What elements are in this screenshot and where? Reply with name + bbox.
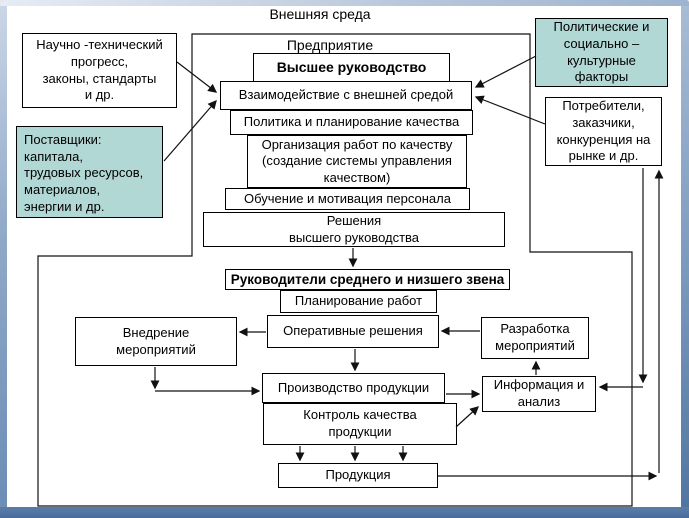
- window-frame-left: [0, 0, 7, 518]
- arrow-consumers-to-interaction: [474, 95, 546, 125]
- node-production: Производство продукции: [262, 373, 445, 403]
- node-consumers: Потребители, заказчики, конкуренция на р…: [545, 97, 662, 166]
- window-frame-right: [681, 0, 689, 518]
- node-suppliers: Поставщики: капитала, трудовых ресурсов,…: [16, 126, 163, 218]
- node-quality-policy-planning: Политика и планирование качества: [230, 110, 473, 135]
- node-product: Продукция: [278, 463, 438, 488]
- node-work-planning: Планирование работ: [280, 290, 437, 313]
- label-enterprise: Предприятие: [286, 37, 374, 53]
- arrow-political-to-interaction: [474, 55, 537, 88]
- node-external-interaction: Взаимодействие с внешней средой: [220, 81, 472, 110]
- node-quality-work-organization: Организация работ по качеству (создание …: [247, 135, 467, 188]
- window-frame-top: [0, 0, 689, 6]
- window-frame-bottom: [0, 507, 689, 518]
- node-measures-implementation: Внедрение мероприятий: [75, 317, 237, 366]
- arrow-science-to-interaction: [176, 61, 218, 93]
- node-operational-decisions: Оперативные решения: [267, 315, 439, 348]
- node-quality-control: Контроль качества продукции: [263, 403, 457, 445]
- arrow-suppliers-to-interaction: [163, 99, 217, 162]
- node-political-factors: Политические и социально – культурные фа…: [535, 18, 668, 87]
- label-external-environment: Внешняя среда: [269, 6, 371, 22]
- node-measures-development: Разработка мероприятий: [481, 317, 589, 359]
- node-scientific-progress: Научно -технический прогресс, законы, ст…: [22, 33, 177, 108]
- node-top-management-decisions: Решения высшего руководства: [203, 212, 505, 247]
- node-information-analysis: Информация и анализ: [482, 376, 596, 412]
- node-middle-lower-managers: Руководители среднего и низшего звена: [225, 269, 510, 290]
- arrow-control-to-information: [455, 406, 479, 428]
- node-training-motivation: Обучение и мотивация персонала: [225, 188, 470, 210]
